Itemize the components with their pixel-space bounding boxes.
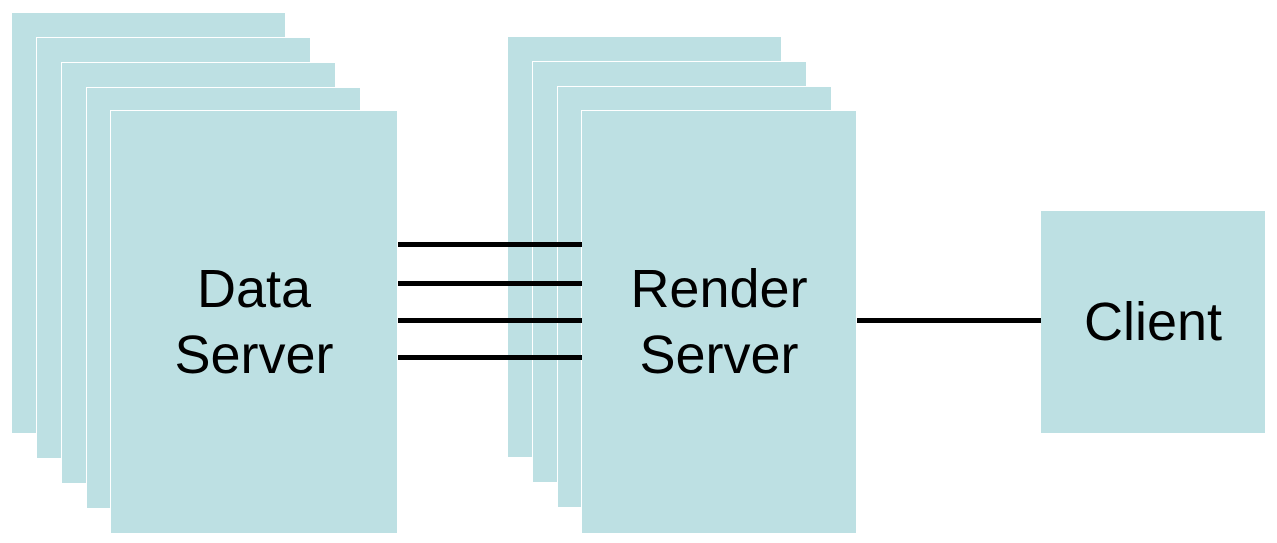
render-client-connector — [857, 318, 1041, 323]
client-node: Client — [1040, 210, 1266, 434]
data-server-label: Data Server — [174, 259, 334, 385]
data-server-node: Data Server — [110, 110, 398, 534]
render-server-label: Render Server — [630, 259, 808, 385]
data-render-connector — [398, 318, 582, 323]
data-render-connector — [398, 355, 582, 360]
render-server-node: Render Server — [581, 110, 857, 534]
data-render-connector — [398, 281, 582, 286]
data-render-connector — [398, 242, 582, 247]
client-label: Client — [1083, 292, 1223, 352]
